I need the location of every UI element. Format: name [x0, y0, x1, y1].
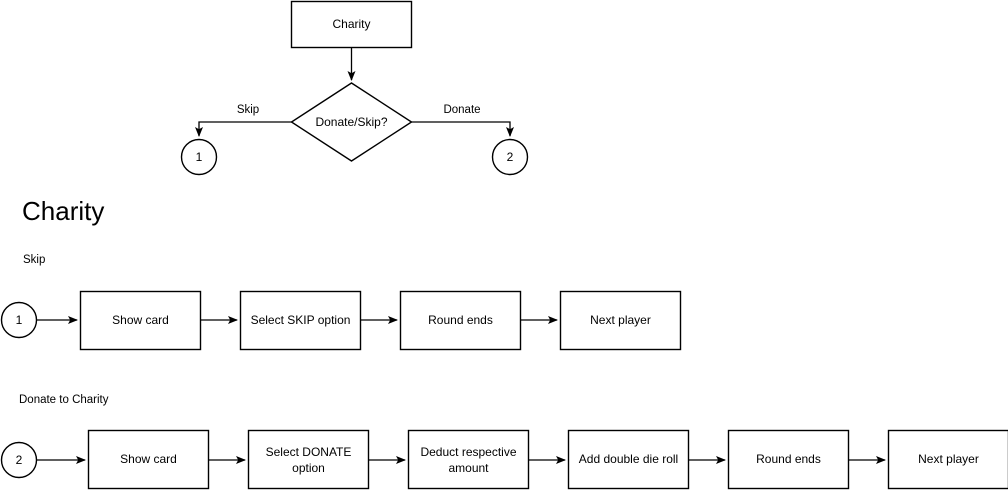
node-donate-step-3[interactable]: Deduct respective amount	[407, 429, 530, 490]
skip-step-3-label: Round ends	[428, 313, 493, 327]
donate-step-5-shape	[727, 429, 850, 490]
skip-entry-connector-label: 1	[16, 313, 23, 327]
node-skip-step-3[interactable]: Round ends	[399, 290, 522, 351]
donate-step-6-label: Next player	[918, 452, 979, 466]
edge-skip-branch	[195, 121, 292, 137]
skip-step-1-shape	[79, 290, 202, 351]
donate-step-2-label-line2: option	[292, 461, 325, 475]
connector-2-label: 2	[507, 150, 514, 164]
skip-step-4-label: Next player	[590, 313, 651, 327]
donate-step-3-label-line2: amount	[448, 461, 489, 475]
donate-step-4-label: Add double die roll	[579, 452, 678, 466]
donate-step-1-shape	[87, 429, 210, 490]
connector-1-label: 1	[196, 150, 203, 164]
branch-label-skip: Skip	[23, 254, 45, 266]
skip-step-2-label: Select SKIP option	[251, 313, 351, 327]
donate-entry-connector-label: 2	[16, 453, 23, 467]
donate-step-6-shape	[887, 429, 1008, 490]
donate-step-2-shape	[247, 429, 370, 490]
edge-donate-branch	[411, 121, 514, 137]
skip-entry-connector-shape	[0, 301, 38, 339]
donate-step-1-label: Show card	[120, 452, 177, 466]
page-title: Charity	[22, 196, 104, 226]
charity-box-shape	[290, 0, 413, 49]
node-skip-step-2[interactable]: Select SKIP option	[239, 290, 362, 351]
donate-step-3-label-line1: Deduct respective	[420, 445, 516, 459]
node-donate-step-6[interactable]: Next player	[887, 429, 1008, 490]
branch-label-donate: Donate to Charity	[19, 394, 109, 406]
connector-circle-2-top[interactable]: 2	[491, 138, 529, 176]
skip-step-3-shape	[399, 290, 522, 351]
decision-diamond-shape	[290, 82, 413, 162]
node-charity-start[interactable]: Charity	[290, 0, 413, 49]
edge-label-skip: Skip	[237, 104, 259, 116]
node-donate-step-5[interactable]: Round ends	[727, 429, 850, 490]
skip-step-4-shape	[559, 290, 682, 351]
connector-circle-1-top[interactable]: 1	[180, 138, 218, 176]
connector-1-shape	[180, 138, 218, 176]
donate-step-5-label: Round ends	[756, 452, 821, 466]
decision-label: Donate/Skip?	[315, 115, 387, 129]
connector-circle-1-skip-row[interactable]: 1	[0, 301, 38, 339]
donate-step-2-label-line1: Select DONATE	[266, 445, 352, 459]
donate-step-4-shape	[567, 429, 690, 490]
node-skip-step-4[interactable]: Next player	[559, 290, 682, 351]
edge-label-donate: Donate	[443, 104, 480, 116]
skip-step-2-shape	[239, 290, 362, 351]
donate-entry-connector-shape	[0, 441, 38, 479]
skip-step-1-label: Show card	[112, 313, 169, 327]
charity-box-label: Charity	[332, 17, 370, 31]
node-donate-step-2[interactable]: Select DONATE option	[247, 429, 370, 490]
node-donate-step-4[interactable]: Add double die roll	[567, 429, 690, 490]
connector-circle-2-donate-row[interactable]: 2	[0, 441, 38, 479]
node-donate-skip-decision[interactable]: Donate/Skip?	[290, 82, 413, 162]
connector-2-shape	[491, 138, 529, 176]
donate-step-3-shape	[407, 429, 530, 490]
node-skip-step-1[interactable]: Show card	[79, 290, 202, 351]
node-donate-step-1[interactable]: Show card	[87, 429, 210, 490]
